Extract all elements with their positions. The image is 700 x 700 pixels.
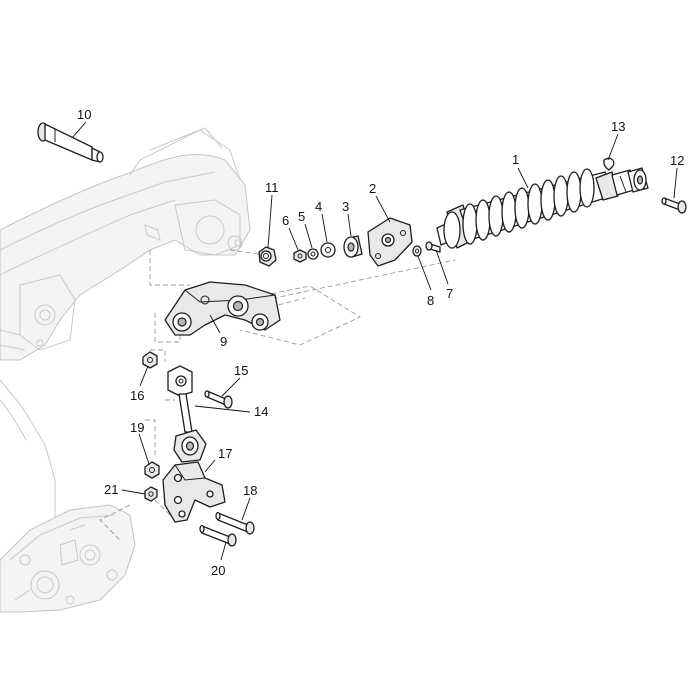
leader-19 (138, 433, 150, 465)
callout-14: 14 (254, 404, 268, 419)
callout-10: 10 (77, 107, 91, 122)
shock-spring-coils (462, 168, 595, 245)
callout-12: 12 (670, 153, 684, 168)
leader-lines (71, 121, 678, 561)
part-rocker-bracket (164, 281, 281, 336)
leader-4 (321, 213, 328, 243)
leader-5 (304, 223, 313, 249)
callout-7: 7 (446, 286, 453, 301)
callout-6: 6 (282, 213, 289, 228)
part-screw-7 (425, 241, 441, 253)
part-bolt-15 (204, 390, 233, 409)
leader-20 (220, 541, 227, 561)
part-clip-13 (603, 157, 615, 171)
leader-17 (204, 459, 216, 473)
part-lower-bracket (162, 461, 226, 523)
leader-9 (209, 314, 221, 334)
part-bolt-20 (199, 524, 237, 547)
leader-12 (673, 167, 678, 199)
frame-ghost (0, 127, 251, 520)
part-washer-8 (412, 245, 422, 257)
leader-14 (194, 405, 251, 413)
assembly-guides (99, 249, 456, 541)
leader-10 (71, 121, 87, 139)
engine-casing-ghost (0, 504, 136, 613)
callout-2: 2 (369, 181, 376, 196)
leader-18 (241, 497, 251, 521)
leader-13 (607, 133, 619, 161)
part-bolt-12 (661, 197, 687, 214)
part-nut-21 (144, 486, 158, 502)
callout-15: 15 (234, 363, 248, 378)
callout-3: 3 (342, 199, 349, 214)
part-shock-absorber (436, 167, 649, 249)
callout-9: 9 (220, 334, 227, 349)
callout-16: 16 (130, 388, 144, 403)
leader-8 (417, 255, 432, 291)
part-nut-6 (293, 249, 307, 263)
part-connecting-link (167, 365, 207, 463)
leader-6 (288, 227, 299, 251)
leader-11 (267, 194, 273, 249)
callout-13: 13 (611, 119, 625, 134)
part-pivot-bolt (37, 122, 104, 163)
callout-labels: 1 2 3 4 5 6 7 8 9 10 11 12 13 14 15 16 1… (77, 107, 684, 578)
callout-8: 8 (427, 293, 434, 308)
leader-16 (139, 365, 149, 387)
callout-21: 21 (104, 482, 118, 497)
callout-1: 1 (512, 152, 519, 167)
leader-7 (435, 249, 449, 285)
part-bolt-18 (215, 511, 255, 535)
leader-1 (517, 167, 529, 189)
callout-4: 4 (315, 199, 322, 214)
leader-21 (121, 489, 146, 495)
callout-17: 17 (218, 446, 232, 461)
leader-2 (375, 195, 391, 223)
part-mounting-plate (367, 217, 413, 267)
leader-15 (221, 377, 241, 397)
callout-18: 18 (243, 483, 257, 498)
part-nut-16 (142, 351, 158, 369)
callout-11: 11 (265, 180, 279, 195)
callout-20: 20 (211, 563, 225, 578)
callout-19: 19 (130, 420, 144, 435)
part-washer-4 (320, 242, 336, 258)
callout-5: 5 (298, 209, 305, 224)
part-nut-11 (258, 246, 277, 267)
part-nut-19 (144, 461, 160, 479)
leader-3 (347, 213, 352, 237)
part-washer-5 (307, 248, 319, 260)
part-bushing-3 (343, 235, 363, 258)
